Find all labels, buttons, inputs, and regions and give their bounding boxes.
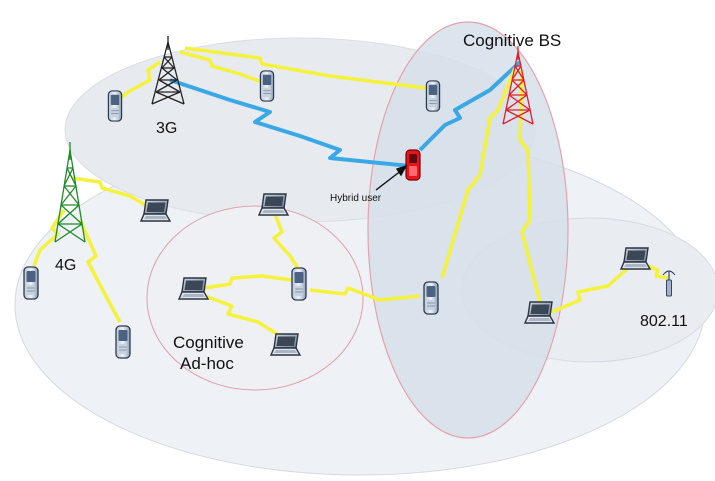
phone-4g-bottom: [115, 325, 131, 359]
link-wifi-ap: [647, 264, 669, 280]
label-hybrid-user: Hybrid user: [330, 193, 382, 204]
link-adhoc-left: [204, 274, 293, 290]
laptop-wifi: [620, 247, 651, 270]
regions: [14, 21, 715, 476]
laptop-adhoc-top: [258, 193, 289, 216]
link-cbs-adhoc-phone: [440, 67, 517, 279]
link-4g-laptop: [71, 176, 151, 210]
link-3g-phone-mid: [179, 50, 263, 84]
link-cbs-laptop: [518, 69, 542, 303]
label-4g: 4G: [55, 257, 76, 274]
link-adhoc-phone-right: [309, 286, 421, 302]
laptop-adhoc-bottom: [270, 333, 301, 356]
tower-cognitive-bs: [502, 46, 534, 125]
label-3g: 3G: [156, 120, 177, 137]
region-cognitive-bs-cell: [367, 21, 569, 439]
phone-3g-mid: [259, 70, 275, 102]
link-adhoc-top: [272, 213, 300, 269]
region-adhoc-cell: [146, 205, 364, 391]
phone-3g-right: [425, 80, 441, 112]
label-cognitive-bs: Cognitive BS: [463, 31, 561, 50]
link-adhoc-bottom: [204, 294, 281, 338]
hybrid-user-device: [405, 149, 421, 181]
laptop-4g: [140, 199, 171, 222]
link-3g-hybrid: [169, 78, 411, 168]
label-cognitive-adhoc-line1: Cognitive: [173, 333, 244, 352]
tower-3g: [151, 36, 185, 105]
label-802-11: 802.11: [640, 313, 688, 330]
laptop-cbs-cell: [524, 301, 555, 324]
tower-4g: [54, 142, 86, 243]
phone-cbs-cell: [423, 281, 439, 315]
link-laptop-wifi: [551, 266, 630, 314]
link-4g-phone-bottom: [78, 219, 122, 323]
link-hybrid-cbs: [418, 60, 522, 152]
link-3g-phone-right: [184, 46, 426, 90]
phone-adhoc-center: [291, 267, 307, 301]
hybrid-user-arrow: [375, 164, 408, 191]
label-cognitive-adhoc-line2: Ad-hoc: [180, 354, 234, 373]
link-4g-phone-left: [32, 209, 66, 267]
laptop-adhoc-left: [178, 277, 209, 300]
phone-4g-left: [23, 266, 39, 300]
link-3g-phone-left: [116, 60, 161, 102]
phone-3g-left: [107, 90, 123, 122]
links: [32, 46, 669, 338]
